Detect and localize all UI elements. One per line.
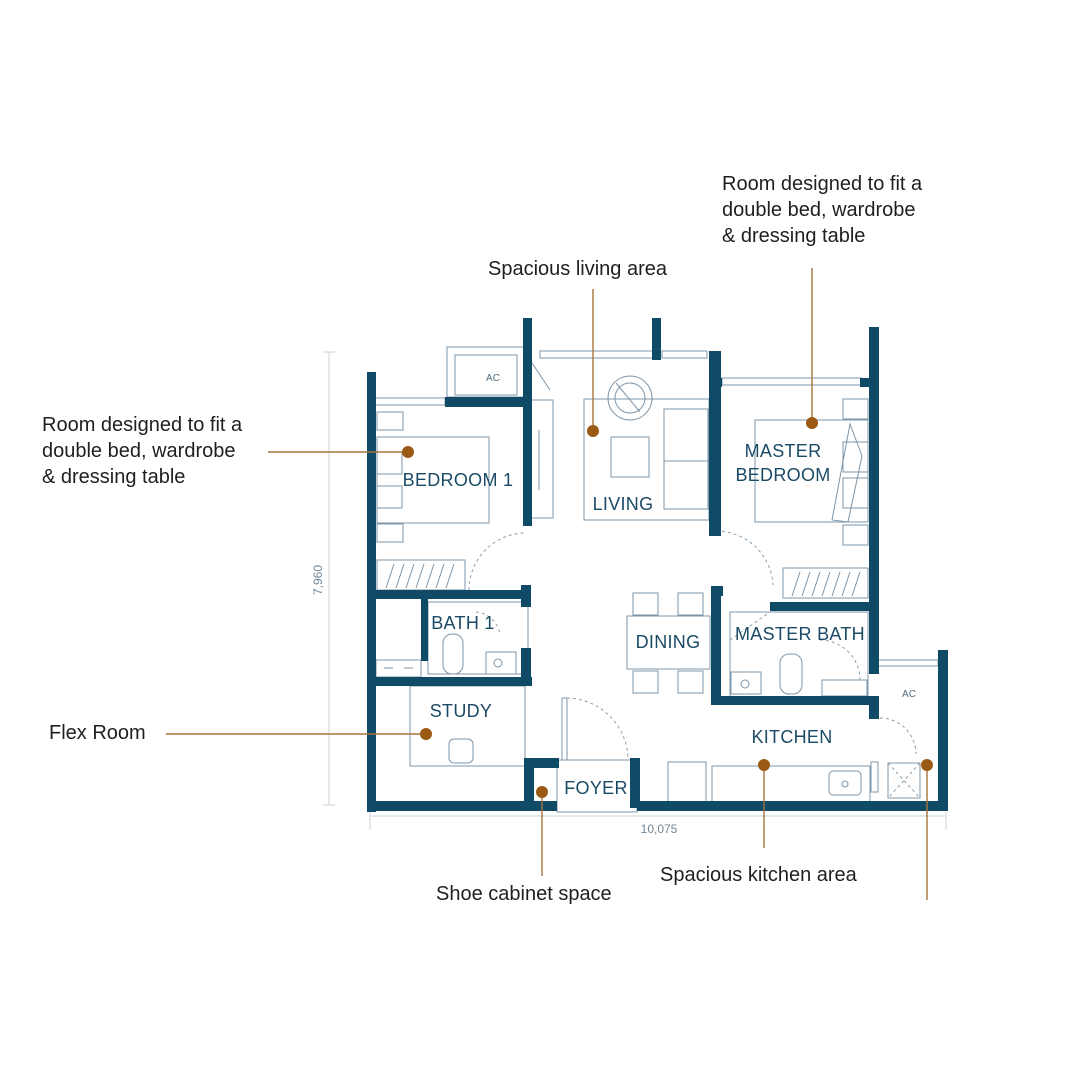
marker-master-bedroom <box>806 417 818 429</box>
room-label-master-bath: MASTER BATH <box>735 624 865 644</box>
marker-yard <box>921 759 933 771</box>
ac-ledge-label-right: AC <box>902 689 916 700</box>
room-label-bedroom-1: BEDROOM 1 <box>403 470 514 490</box>
note-master-bedroom: Room designed to fit a double bed, wardr… <box>722 173 923 247</box>
marker-flex-room <box>420 728 432 740</box>
note-bedroom-1: Room designed to fit a double bed, wardr… <box>42 414 243 488</box>
room-label-study: STUDY <box>430 701 493 721</box>
room-label-living: LIVING <box>593 494 654 514</box>
width-dimension: 10,075 <box>641 822 678 836</box>
room-label-kitchen: KITCHEN <box>751 727 832 747</box>
room-label-foyer: FOYER <box>564 778 628 798</box>
annotation-leaders <box>166 268 933 900</box>
note-living-area: Spacious living area <box>488 258 667 280</box>
room-label-dining: DINING <box>636 632 701 652</box>
room-labels: BEDROOM 1 LIVING MASTER BEDROOM BATH 1 D… <box>403 373 916 798</box>
height-dimension: 7,960 <box>311 565 325 595</box>
marker-kitchen <box>758 759 770 771</box>
note-shoe-cabinet: Shoe cabinet space <box>436 883 612 905</box>
room-label-master-bedroom-line1: MASTER <box>745 441 822 461</box>
walls <box>367 318 948 812</box>
room-label-bath-1: BATH 1 <box>431 613 494 633</box>
marker-bedroom-1 <box>402 446 414 458</box>
marker-living <box>587 425 599 437</box>
room-label-master-bedroom-line2: BEDROOM <box>735 465 830 485</box>
furniture <box>367 346 939 813</box>
note-flex-room: Flex Room <box>49 722 146 744</box>
dimension-lines: 7,960 10,075 <box>311 351 947 836</box>
ac-ledge-label-left: AC <box>486 373 500 384</box>
marker-shoe-cabinet <box>536 786 548 798</box>
note-kitchen-area: Spacious kitchen area <box>660 864 857 886</box>
